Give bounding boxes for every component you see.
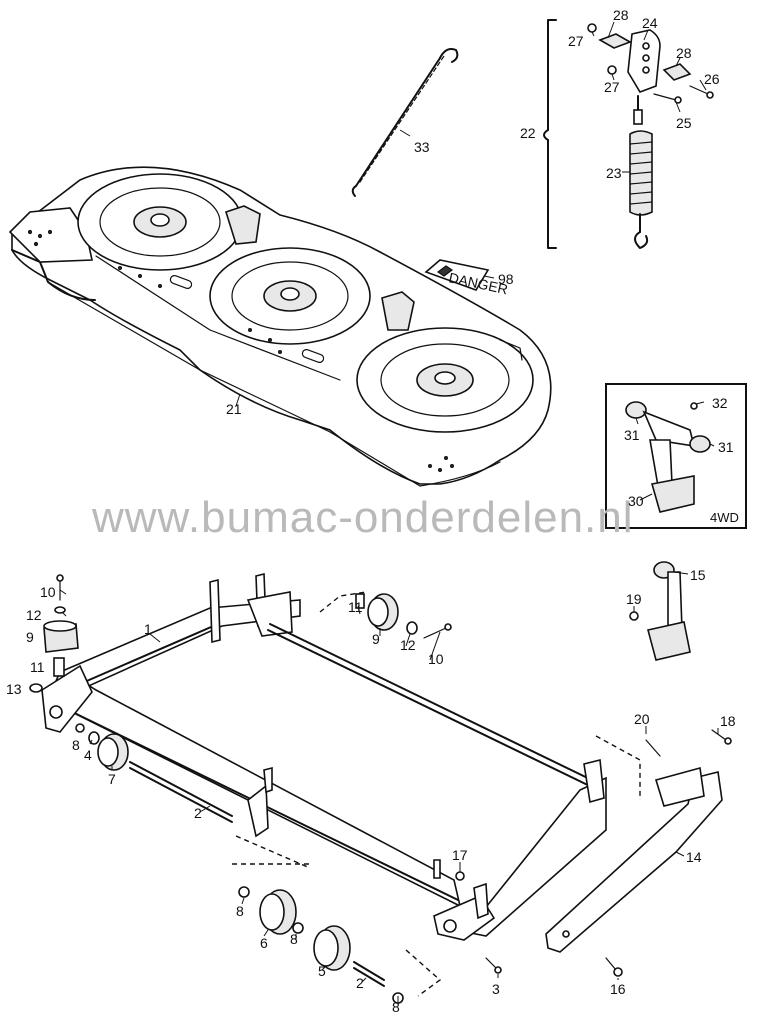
callout-20: 20 <box>634 711 650 727</box>
axle-rod-2-upper <box>129 761 233 823</box>
callout-15: 15 <box>690 567 706 583</box>
callout-16: 16 <box>610 981 626 997</box>
left-hardware <box>29 574 129 771</box>
callout-26: 26 <box>704 71 720 87</box>
lower-rollers <box>232 735 641 1004</box>
callout-8-mid: 8 <box>236 903 244 919</box>
callout-8-bottom: 8 <box>392 999 400 1015</box>
callout-2-upper: 2 <box>194 805 202 821</box>
front-bar-14 <box>545 766 723 953</box>
callout-30: 30 <box>628 493 644 509</box>
callout-12-left: 12 <box>26 607 42 623</box>
callout-13: 13 <box>6 681 22 697</box>
callout-12-right: 12 <box>400 637 416 653</box>
chain-33 <box>351 48 459 197</box>
callout-14: 14 <box>686 849 702 865</box>
callout-23: 23 <box>606 165 622 181</box>
callout-17: 17 <box>452 847 468 863</box>
watermark: www.bumac-onderdelen.nl <box>91 493 634 542</box>
deck-frame-1 <box>41 572 607 941</box>
callout-8-center: 8 <box>290 931 298 947</box>
callout-32: 32 <box>712 395 728 411</box>
callout-2-lower: 2 <box>356 975 364 991</box>
callout-10-right: 10 <box>428 651 444 667</box>
callout-3: 3 <box>492 981 500 997</box>
callout-9-right: 9 <box>372 631 380 647</box>
right-hardware <box>319 591 732 977</box>
callout-27-lower: 27 <box>604 79 620 95</box>
callout-28-right: 28 <box>676 45 692 61</box>
callout-10-left: 10 <box>40 584 56 600</box>
leader-lines <box>59 21 719 1002</box>
callout-19: 19 <box>626 591 642 607</box>
callout-98: 98 <box>498 271 514 287</box>
callout-6: 6 <box>260 935 268 951</box>
callout-22: 22 <box>520 125 536 141</box>
callout-31-left: 31 <box>624 427 640 443</box>
callout-27-top: 27 <box>568 33 584 49</box>
inset-4wd: 4WD <box>605 383 747 529</box>
callout-5: 5 <box>318 963 326 979</box>
callout-4: 4 <box>84 747 92 763</box>
callout-9-left: 9 <box>26 629 34 645</box>
callout-24: 24 <box>642 15 658 31</box>
callout-labels: 28 24 27 28 27 26 25 22 23 33 98 21 32 3… <box>6 7 736 1015</box>
callout-33: 33 <box>414 139 430 155</box>
callout-8-left: 8 <box>72 737 80 753</box>
callout-11-right: 11 <box>348 599 363 615</box>
callout-25: 25 <box>676 115 692 131</box>
callout-7: 7 <box>108 771 116 787</box>
callout-1: 1 <box>144 621 152 637</box>
callout-28-top: 28 <box>613 7 629 23</box>
callout-31-right: 31 <box>718 439 734 455</box>
callout-21: 21 <box>226 401 242 417</box>
bracket-15 <box>629 561 691 661</box>
height-adjuster-assembly-22 <box>543 19 714 249</box>
callout-11-left: 11 <box>30 659 45 675</box>
mower-deck-21 <box>8 166 552 487</box>
callout-18: 18 <box>720 713 736 729</box>
inset-tag-4wd: 4WD <box>710 510 739 525</box>
